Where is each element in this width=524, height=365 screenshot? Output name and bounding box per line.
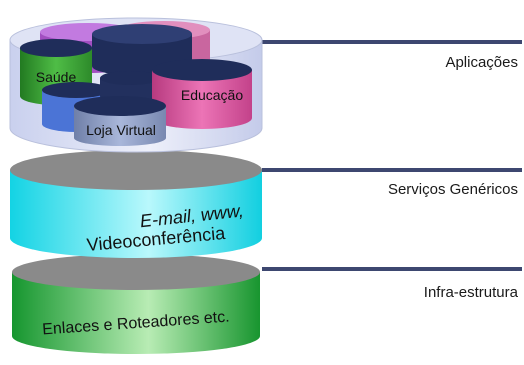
- small-dark-app-cylinder: [100, 71, 160, 103]
- store-app-label: Loja Virtual: [86, 122, 156, 138]
- applications-connector: [262, 40, 522, 44]
- infrastructure-cylinder: Enlaces e Roteadores etc.: [12, 254, 260, 354]
- infrastructure-connector: [262, 267, 522, 271]
- education-app-label: Educação: [181, 87, 243, 103]
- services-cylinder: E-mail, www, Videoconferência: [10, 150, 262, 258]
- services-layer-label: Serviços Genéricos: [387, 181, 518, 198]
- store-app-cylinder: Loja Virtual: [74, 96, 166, 146]
- health-app-label: Saúde: [36, 69, 77, 85]
- infrastructure-layer-label: Infra-estrutura: [423, 284, 518, 301]
- services-connector: [262, 168, 522, 172]
- applications-layer-label: Aplicações: [445, 54, 518, 71]
- education-app-cylinder: Educação: [152, 59, 252, 129]
